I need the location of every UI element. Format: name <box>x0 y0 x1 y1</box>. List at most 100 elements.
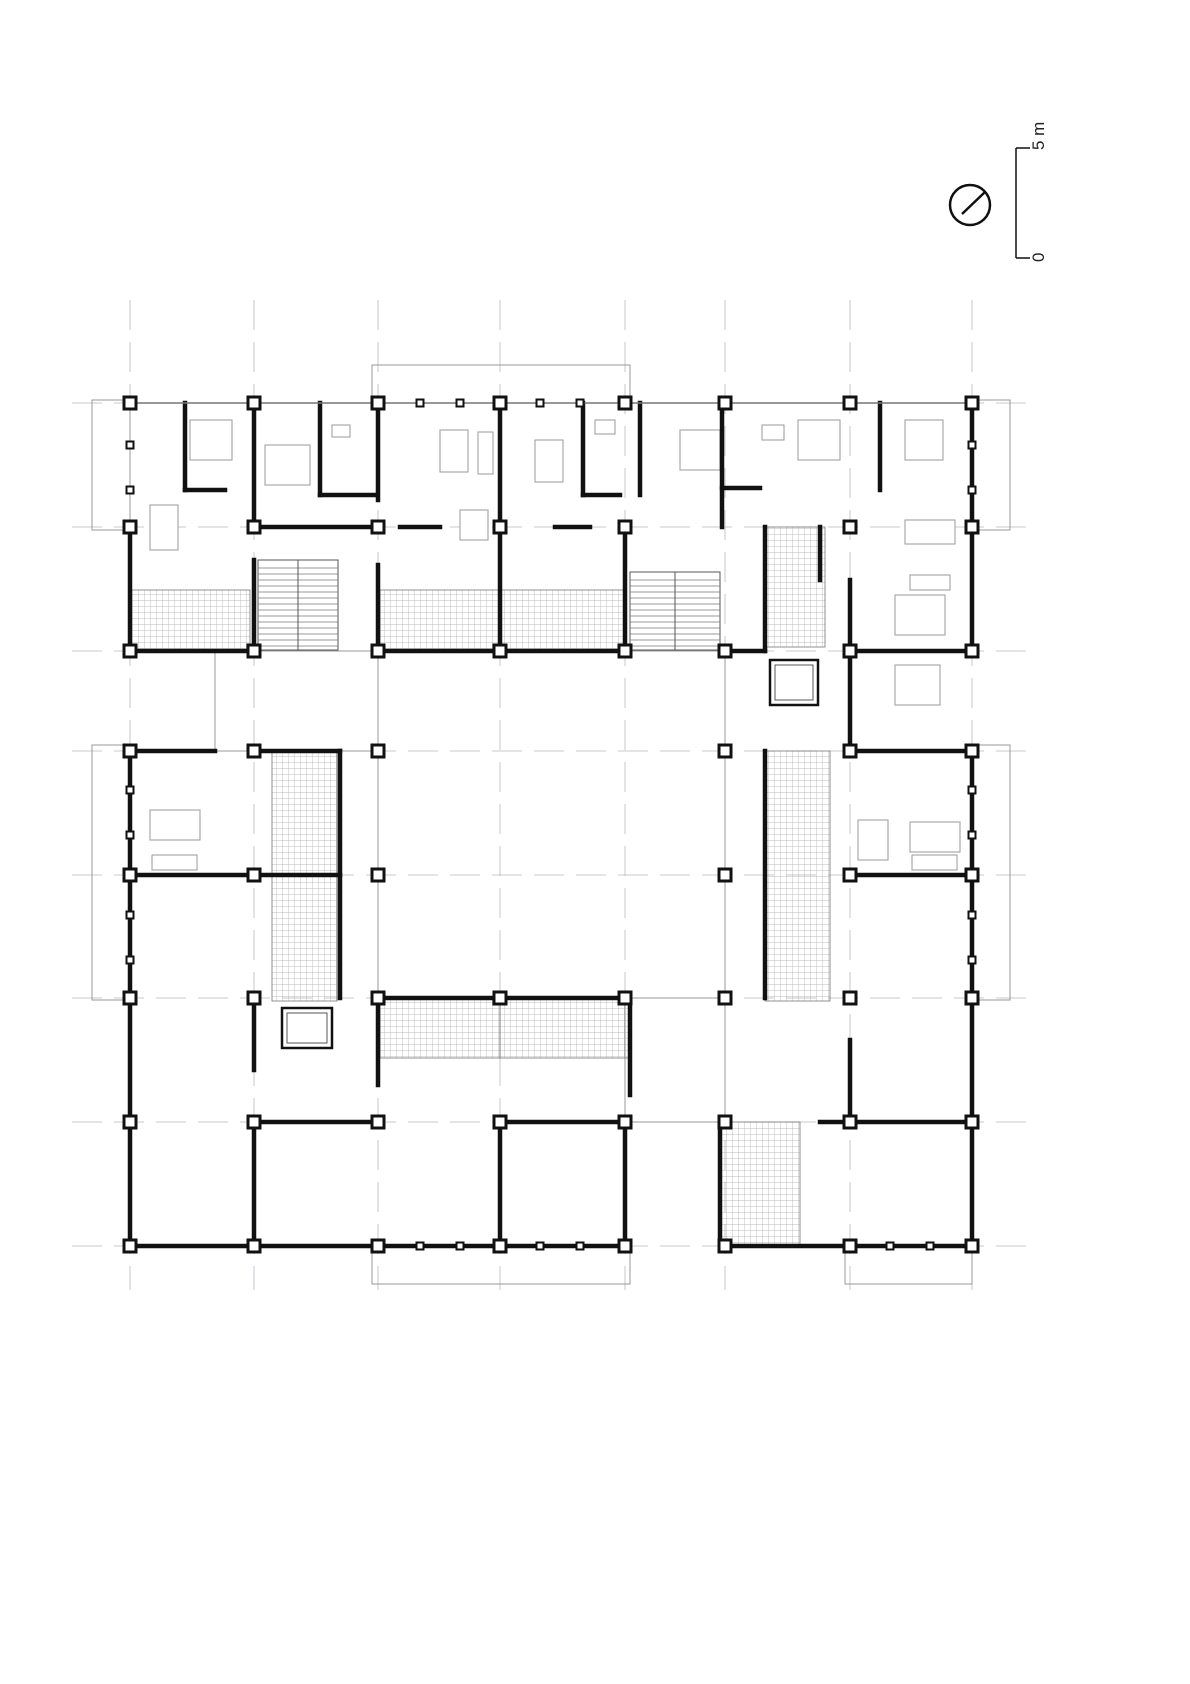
column <box>842 1114 858 1130</box>
mullion <box>967 830 977 840</box>
column <box>717 1238 733 1254</box>
column <box>492 1238 508 1254</box>
outline <box>624 997 726 1123</box>
column <box>717 990 733 1006</box>
furniture <box>149 419 961 871</box>
mullion <box>535 398 545 408</box>
furniture-item <box>439 429 469 473</box>
column <box>122 395 138 411</box>
lift <box>280 1006 334 1050</box>
column <box>964 990 980 1006</box>
furniture-item <box>797 419 841 461</box>
mullion <box>967 910 977 920</box>
column <box>964 867 980 883</box>
column <box>246 867 262 883</box>
furniture-item <box>894 664 941 706</box>
column <box>122 643 138 659</box>
outline <box>214 650 379 752</box>
mullion <box>535 1241 545 1251</box>
furniture-item <box>149 504 179 551</box>
tiled-area <box>129 589 251 651</box>
column <box>842 643 858 659</box>
furniture-item <box>331 424 351 438</box>
mullion <box>885 1241 895 1251</box>
column <box>842 743 858 759</box>
column <box>842 867 858 883</box>
mullion <box>415 1241 425 1251</box>
furniture-item <box>459 509 489 541</box>
column <box>492 990 508 1006</box>
lift-car <box>286 1012 328 1044</box>
tiled-area <box>719 1121 801 1247</box>
column <box>370 643 386 659</box>
mullion <box>967 440 977 450</box>
column <box>370 1238 386 1254</box>
column <box>717 743 733 759</box>
column <box>842 1238 858 1254</box>
mullion <box>125 485 135 495</box>
mullion <box>125 785 135 795</box>
mullion <box>967 785 977 795</box>
mullion <box>125 830 135 840</box>
mullion <box>125 955 135 965</box>
column <box>246 743 262 759</box>
furniture-item <box>534 439 564 483</box>
scale-bar: 5 m 0 <box>1015 122 1048 262</box>
furniture-item <box>909 821 961 853</box>
furniture-item <box>904 519 956 545</box>
column <box>492 395 508 411</box>
furniture-item <box>857 819 889 861</box>
furniture-item <box>594 419 616 435</box>
tiled-area <box>379 997 501 1059</box>
mullion <box>455 1241 465 1251</box>
column <box>246 519 262 535</box>
column <box>617 395 633 411</box>
furniture-item <box>679 429 721 471</box>
column <box>617 1114 633 1130</box>
column <box>964 519 980 535</box>
column <box>964 743 980 759</box>
column <box>842 395 858 411</box>
tiled-area <box>764 526 826 648</box>
column <box>122 990 138 1006</box>
column <box>842 990 858 1006</box>
furniture-item <box>911 854 958 871</box>
stairs-and-lifts <box>257 559 820 1050</box>
column <box>370 1114 386 1130</box>
column <box>122 519 138 535</box>
column <box>492 643 508 659</box>
north-arrow-icon <box>948 183 992 227</box>
column <box>617 519 633 535</box>
furniture-item <box>149 809 201 841</box>
lift-car <box>774 664 814 701</box>
column <box>122 867 138 883</box>
furniture-item <box>761 424 785 441</box>
outline <box>844 1245 973 1285</box>
column <box>246 990 262 1006</box>
furniture-item <box>151 854 198 871</box>
column <box>370 990 386 1006</box>
tiled-area <box>379 589 501 651</box>
lift <box>768 658 820 707</box>
scale-min-label: 0 <box>1029 253 1048 262</box>
outline <box>377 650 726 999</box>
column <box>122 1114 138 1130</box>
column <box>964 643 980 659</box>
column <box>964 395 980 411</box>
column <box>370 519 386 535</box>
mullion <box>125 910 135 920</box>
tiled-area <box>499 997 631 1059</box>
column <box>617 643 633 659</box>
column <box>617 990 633 1006</box>
column <box>370 395 386 411</box>
column <box>617 1238 633 1254</box>
column <box>122 1238 138 1254</box>
furniture-item <box>904 419 944 461</box>
column <box>842 519 858 535</box>
columns <box>122 395 980 1254</box>
column <box>717 395 733 411</box>
mullion <box>967 485 977 495</box>
scale-max-label: 5 m <box>1029 122 1048 150</box>
mullion <box>967 955 977 965</box>
column <box>122 743 138 759</box>
